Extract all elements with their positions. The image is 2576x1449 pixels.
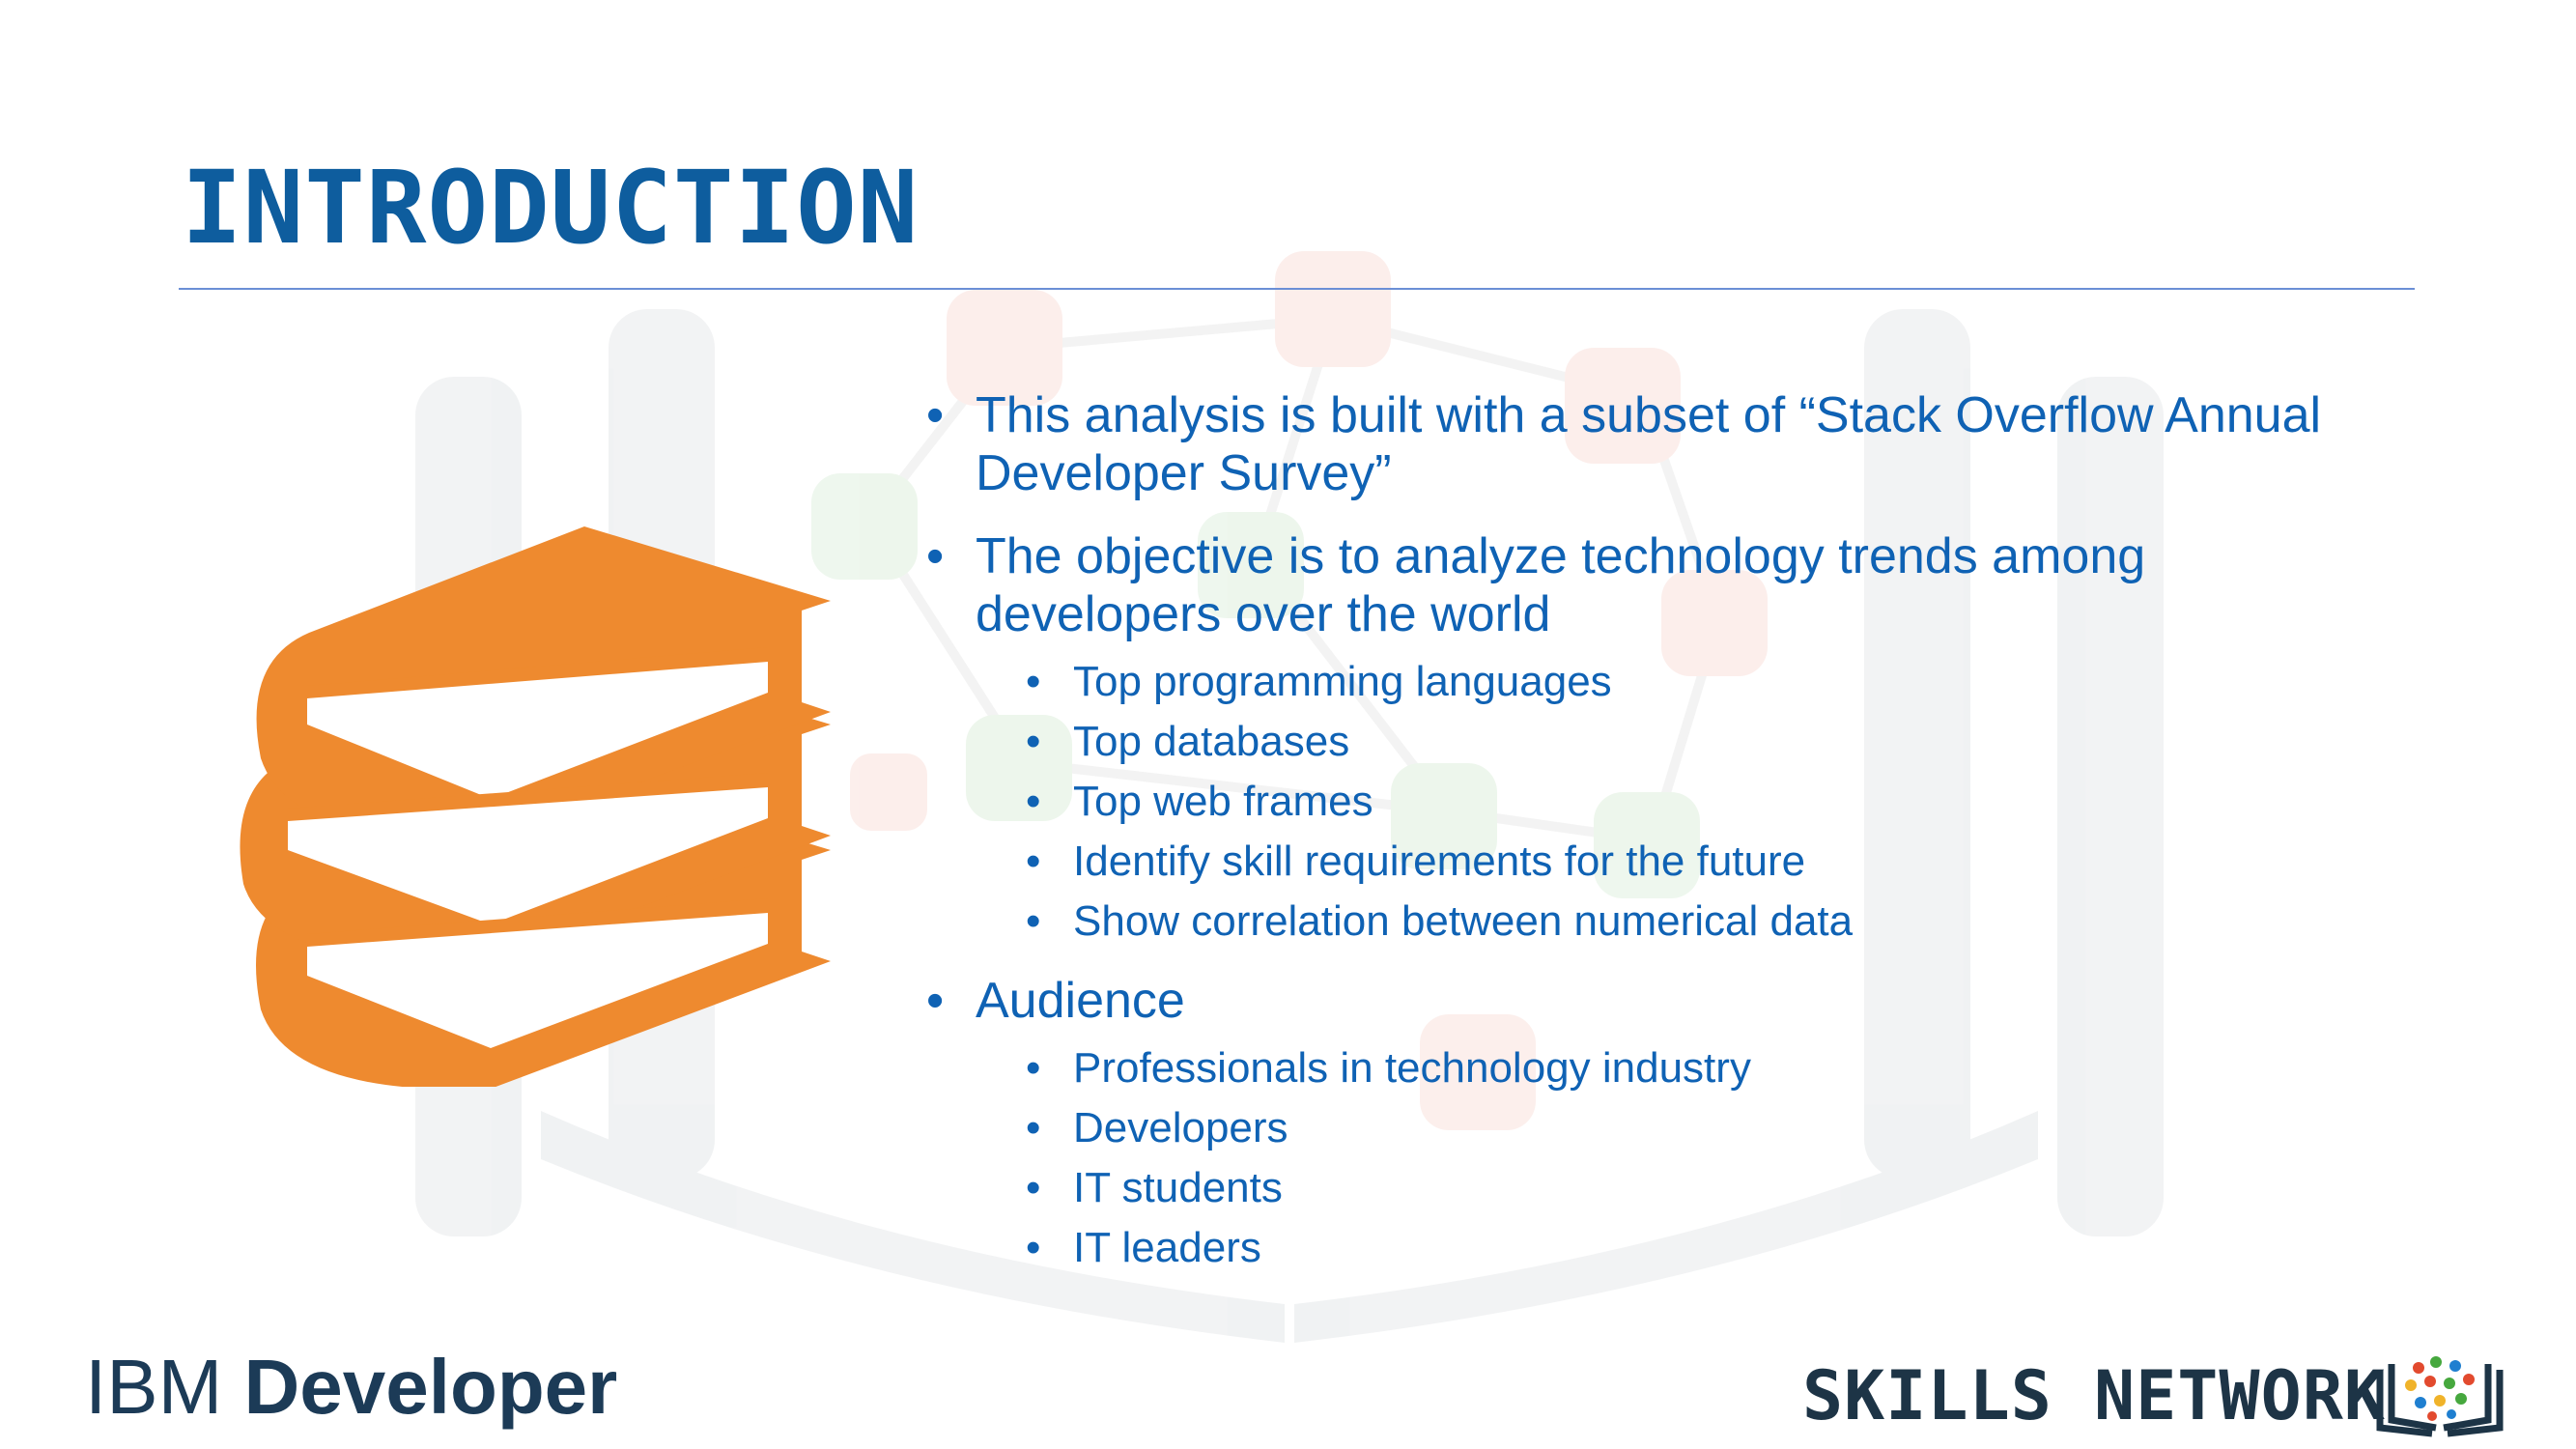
sub-bullet-item: • Developers — [1026, 1103, 2386, 1153]
skills-network-logo-text: SKILLS NETWORK — [1802, 1356, 2387, 1435]
bullet-marker: • — [1026, 1224, 1041, 1271]
ibm-brand-text: IBM — [85, 1344, 223, 1430]
books-stack-icon — [240, 526, 832, 1087]
title-divider — [179, 288, 2415, 290]
bullet-item: • Audience • Professionals in technology … — [926, 972, 2386, 1273]
sub-bullet-text: IT students — [1073, 1164, 1283, 1211]
bullet-item: • The objective is to analyze technology… — [926, 527, 2386, 947]
sub-bullet-item: • Top programming languages — [1026, 657, 2386, 707]
bullet-text: Audience — [976, 973, 1185, 1029]
slide-title: INTRODUCTION — [182, 149, 920, 267]
sub-bullet-item: • Top web frames — [1026, 777, 2386, 827]
bullet-marker: • — [1026, 658, 1041, 705]
ibm-developer-logo: IBM Developer — [85, 1343, 617, 1432]
sub-bullet-item: • Identify skill requirements for the fut… — [1026, 837, 2386, 887]
sub-bullet-text: Developers — [1073, 1104, 1288, 1151]
sub-bullet-item: • Top databases — [1026, 717, 2386, 767]
bullet-marker: • — [1026, 778, 1041, 825]
bullet-marker: • — [1026, 1104, 1041, 1151]
open-book-network-icon — [2376, 1356, 2504, 1437]
bullet-marker: • — [1026, 838, 1041, 885]
sub-bullet-text: Professionals in technology industry — [1073, 1044, 1751, 1092]
bullet-text: This analysis is built with a subset of … — [976, 387, 2322, 501]
sub-bullet-text: Top web frames — [1073, 778, 1373, 825]
bullet-marker: • — [1026, 897, 1041, 945]
bullet-list: • This analysis is built with a subset o… — [926, 386, 2386, 1298]
sub-bullet-text: IT leaders — [1073, 1224, 1261, 1271]
bullet-marker: • — [1026, 1164, 1041, 1211]
bullet-marker: • — [1026, 1044, 1041, 1092]
sub-bullet-item: • Show correlation between numerical data — [1026, 896, 2386, 947]
bullet-marker: • — [926, 387, 945, 443]
sub-bullet-text: Top programming languages — [1073, 658, 1612, 705]
sub-bullet-item: • IT students — [1026, 1163, 2386, 1213]
sub-bullet-list: • Professionals in technology industry • D… — [976, 1043, 2386, 1273]
bullet-marker: • — [926, 973, 945, 1029]
sub-bullet-text: Identify skill requirements for the futu… — [1073, 838, 1806, 885]
sub-bullet-text: Top databases — [1073, 718, 1350, 765]
bullet-text: The objective is to analyze technology t… — [976, 528, 2146, 642]
bullet-marker: • — [926, 528, 945, 584]
sub-bullet-item: • Professionals in technology industry — [1026, 1043, 2386, 1094]
sub-bullet-text: Show correlation between numerical data — [1073, 897, 1854, 945]
bullet-item: • This analysis is built with a subset o… — [926, 386, 2386, 502]
developer-brand-text: Developer — [243, 1344, 618, 1430]
sub-bullet-item: • IT leaders — [1026, 1223, 2386, 1273]
bullet-marker: • — [1026, 718, 1041, 765]
sub-bullet-list: • Top programming languages • Top database… — [976, 657, 2386, 947]
